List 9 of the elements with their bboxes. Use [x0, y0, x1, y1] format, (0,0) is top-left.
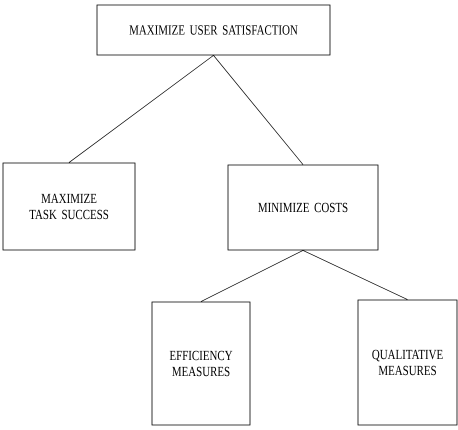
connector-line: [68, 55, 214, 163]
process-box: EFFICIENCY MEASURES: [152, 302, 250, 426]
connector-line: [302, 250, 408, 300]
connector-line: [200, 250, 304, 302]
process-box: MAXIMIZE TASK SUCCESS: [2, 162, 136, 250]
process-box: QUALITATIVE MEASURES: [358, 300, 458, 426]
connector-line: [213, 55, 304, 165]
process-box: MAXIMIZE USER SATISFACTION: [96, 4, 330, 56]
process-box: MINIMIZE COSTS: [228, 164, 378, 250]
